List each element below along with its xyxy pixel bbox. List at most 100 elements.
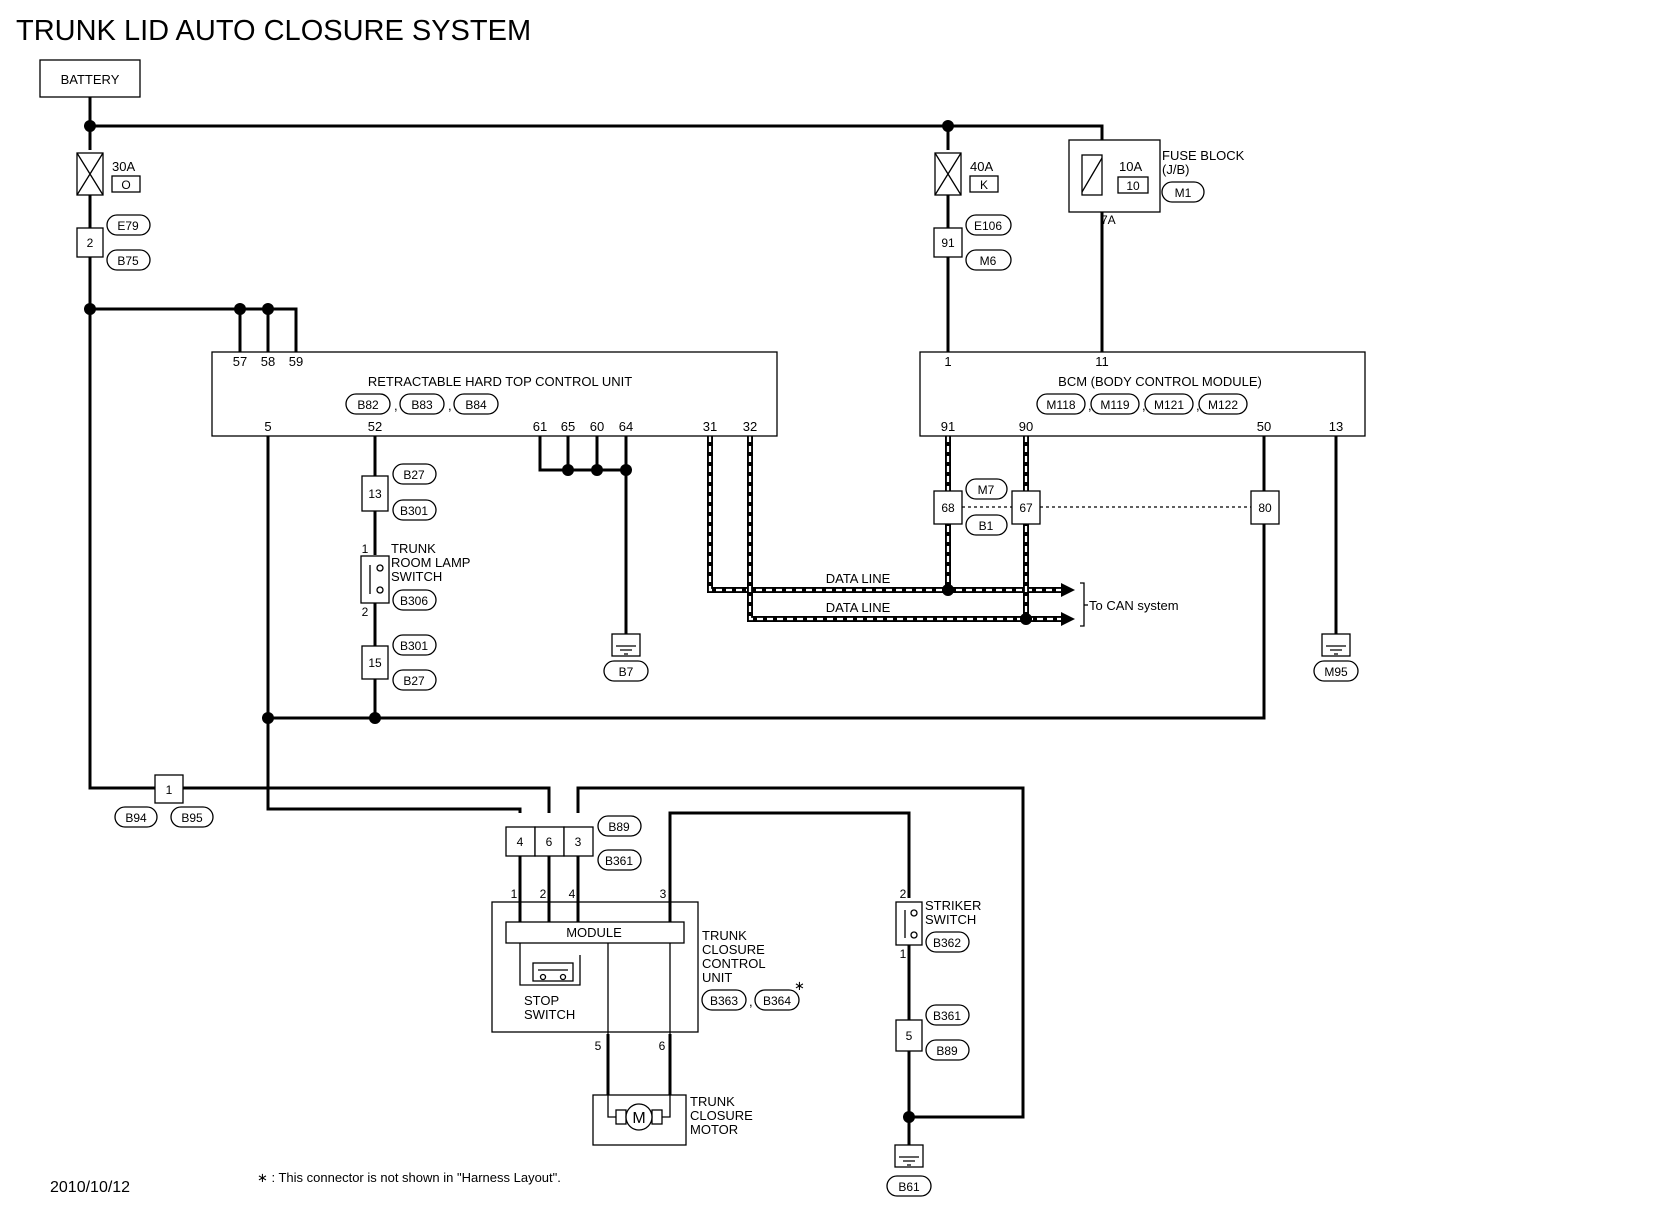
e79-pin: 2 bbox=[87, 236, 94, 250]
stop-switch-icon bbox=[532, 962, 574, 982]
fuse-block-connector: M1 bbox=[1175, 186, 1192, 200]
b301-pin-15: 15 bbox=[368, 656, 382, 670]
trunk-room-lamp-switch: 1 2 TRUNK ROOM LAMP SWITCH B306 bbox=[360, 541, 470, 619]
fuse-40a: 40A K bbox=[934, 152, 999, 196]
tccu-connector-b363: B363 bbox=[710, 994, 738, 1008]
m7-pin-68: 68 bbox=[941, 501, 955, 515]
wires bbox=[88, 97, 1338, 1145]
rhtcu-pin-32: 32 bbox=[743, 419, 757, 434]
motor-icon bbox=[625, 1103, 653, 1131]
b95-connector: B95 bbox=[181, 811, 203, 825]
fuse-40a-rating: 40A bbox=[970, 159, 993, 174]
rhtcu-pin-61: 61 bbox=[533, 419, 547, 434]
motor-symbol: M bbox=[632, 1110, 645, 1127]
rhtcu-pin-65: 65 bbox=[561, 419, 575, 434]
m7-connector: M7 bbox=[978, 483, 995, 497]
tccu-asterisk: ∗ bbox=[794, 978, 805, 993]
b27-connector-top: B27 bbox=[403, 468, 425, 482]
fuse-40a-code: K bbox=[980, 178, 988, 192]
tccu-pin-3: 3 bbox=[660, 887, 667, 901]
tccu-label-1: TRUNK bbox=[702, 928, 747, 943]
junction-connector-e106: 91 E106 M6 bbox=[933, 214, 1012, 271]
tccu-label-2: CLOSURE bbox=[702, 942, 765, 957]
b301-connector-bottom: B301 bbox=[400, 639, 428, 653]
tccu-pin-6: 6 bbox=[659, 1039, 666, 1053]
tccu-pin-4: 4 bbox=[569, 887, 576, 901]
b301-connector-top: B301 bbox=[400, 504, 428, 518]
tccu-pin-5: 5 bbox=[595, 1039, 602, 1053]
b89-pin-6: 6 bbox=[546, 835, 553, 849]
tccu-label-3: CONTROL bbox=[702, 956, 766, 971]
b361-connector: B361 bbox=[605, 854, 633, 868]
ground-b7: B7 bbox=[603, 633, 649, 682]
b75-connector: B75 bbox=[117, 254, 139, 268]
b27-pin-13: 13 bbox=[368, 487, 382, 501]
bcm-connector-m118: M118 bbox=[1046, 398, 1075, 412]
body-control-module: 1 11 BCM (BODY CONTROL MODULE) M118 , M1… bbox=[919, 351, 1366, 437]
data-line-1-label: DATA LINE bbox=[826, 571, 891, 586]
junction-connector-b89: 4 6 3 B89 B361 bbox=[505, 815, 642, 871]
module-block bbox=[505, 921, 685, 944]
svg-text:,: , bbox=[749, 994, 753, 1009]
junction-connector-b361-5: 5 B361 B89 bbox=[895, 1004, 970, 1061]
module-label: MODULE bbox=[566, 925, 622, 940]
can-brace bbox=[1080, 582, 1085, 627]
rhtcu-pin-59: 59 bbox=[289, 354, 303, 369]
tccu-label-4: UNIT bbox=[702, 970, 732, 985]
rhtcu-pin-58: 58 bbox=[261, 354, 275, 369]
fuse-block: 10A 10 7A FUSE BLOCK (J/B) M1 bbox=[1068, 139, 1245, 227]
room-lamp-switch-pin-2: 2 bbox=[362, 605, 369, 619]
trunk-closure-motor: M TRUNK CLOSURE MOTOR bbox=[592, 1094, 753, 1146]
rhtcu-pin-60: 60 bbox=[590, 419, 604, 434]
data-lines: DATA LINE DATA LINE To CAN system bbox=[707, 436, 1179, 627]
fuse-10a-rating: 10A bbox=[1119, 159, 1142, 174]
room-lamp-switch-pin-1: 1 bbox=[362, 542, 369, 556]
striker-switch-label-1: STRIKER bbox=[925, 898, 981, 913]
junction-connector-b301-15: 15 B301 B27 bbox=[361, 634, 437, 691]
junction-connector-e79: 2 E79 B75 bbox=[76, 214, 151, 271]
diagram-date: 2010/10/12 bbox=[50, 1179, 130, 1196]
footnote: ∗ : This connector is not shown in "Harn… bbox=[257, 1170, 561, 1185]
rhtcu-pin-5: 5 bbox=[264, 419, 271, 434]
rhtcu-pin-31: 31 bbox=[703, 419, 717, 434]
fuse-30a: 30A O bbox=[76, 152, 141, 196]
bcm-title: BCM (BODY CONTROL MODULE) bbox=[1058, 374, 1262, 389]
svg-text:,: , bbox=[1196, 398, 1200, 413]
striker-switch-pin-1: 1 bbox=[900, 947, 907, 961]
room-lamp-switch-connector: B306 bbox=[400, 594, 428, 608]
bcm-pin-90: 90 bbox=[1019, 419, 1033, 434]
b89-connector-2: B89 bbox=[936, 1044, 958, 1058]
bcm-pin-50: 50 bbox=[1257, 419, 1271, 434]
motor-label-3: MOTOR bbox=[690, 1122, 738, 1137]
fuse-block-label: FUSE BLOCK bbox=[1162, 148, 1245, 163]
striker-switch-pin-2: 2 bbox=[900, 887, 907, 901]
e79-connector: E79 bbox=[117, 219, 139, 233]
b94-connector: B94 bbox=[125, 811, 147, 825]
b361-connector-2: B361 bbox=[933, 1009, 961, 1023]
ground-b61: B61 bbox=[886, 1144, 932, 1197]
e106-connector: E106 bbox=[974, 219, 1002, 233]
trunk-closure-control-unit: 1 2 4 3 MODULE STOP SWITCH 5 6 TRUNK CLO… bbox=[491, 887, 805, 1053]
svg-text:,: , bbox=[1142, 398, 1146, 413]
striker-switch-connector: B362 bbox=[933, 936, 961, 950]
bcm-pin-11: 11 bbox=[1095, 354, 1109, 369]
e106-pin: 91 bbox=[941, 236, 955, 250]
bcm-pin-13: 13 bbox=[1329, 419, 1343, 434]
fuse-block-jb: (J/B) bbox=[1162, 162, 1189, 177]
diagram-title: TRUNK LID AUTO CLOSURE SYSTEM bbox=[16, 15, 531, 47]
motor-label-2: CLOSURE bbox=[690, 1108, 753, 1123]
room-lamp-switch-label-3: SWITCH bbox=[391, 569, 442, 584]
rhtcu-connector-b82: B82 bbox=[357, 398, 379, 412]
bcm-pin-1: 1 bbox=[944, 354, 951, 369]
b94-pin-1: 1 bbox=[166, 783, 173, 797]
junction-dots bbox=[84, 120, 1032, 1123]
connector-pin-80: 80 bbox=[1258, 501, 1272, 515]
striker-switch-label-2: SWITCH bbox=[925, 912, 976, 927]
ground-b61-label: B61 bbox=[898, 1180, 920, 1194]
retractable-hard-top-control-unit: 57 58 59 RETRACTABLE HARD TOP CONTROL UN… bbox=[211, 351, 778, 437]
tccu-connector-b364: B364 bbox=[763, 994, 791, 1008]
svg-text:,: , bbox=[448, 398, 452, 413]
battery: BATTERY bbox=[39, 59, 141, 98]
junction-connector-b27-13: 13 B27 B301 bbox=[361, 463, 437, 521]
